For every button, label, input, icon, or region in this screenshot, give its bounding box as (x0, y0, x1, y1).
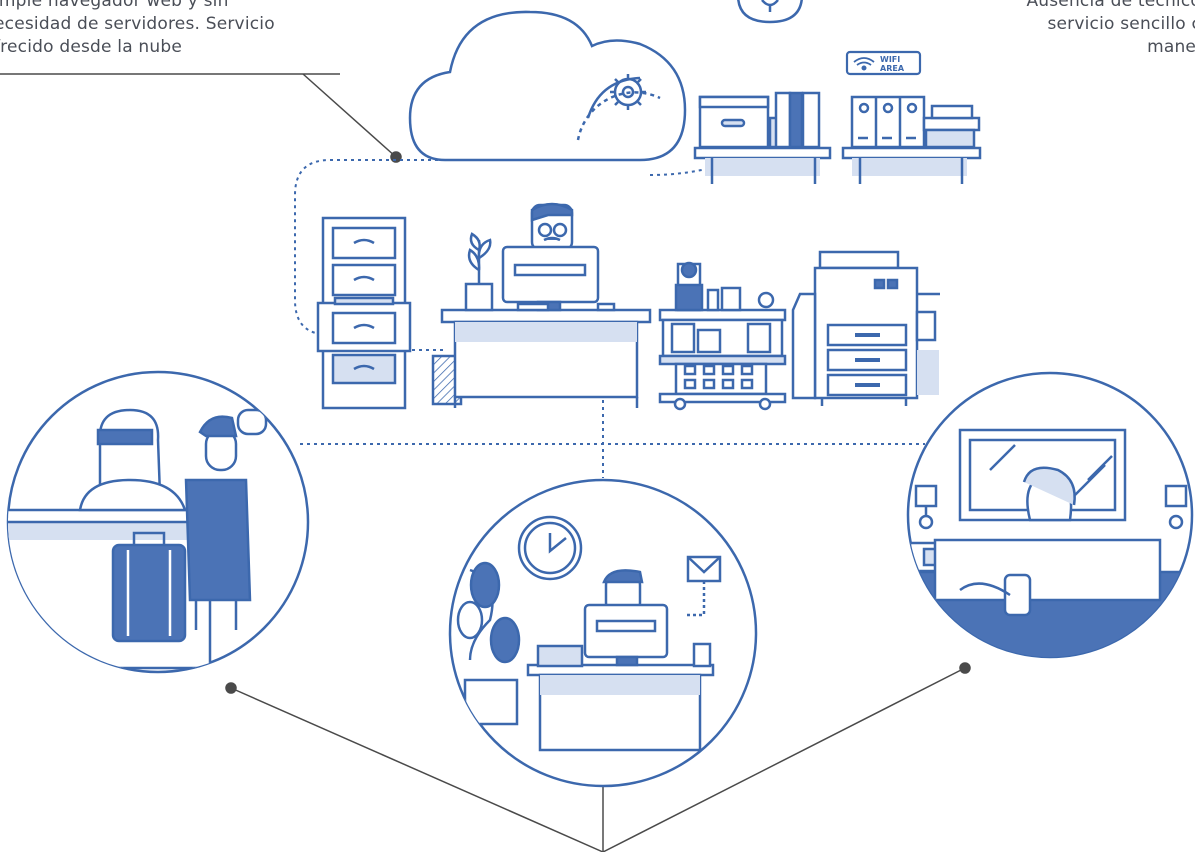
main-desk (440, 308, 652, 408)
wifi-sign: WIFI AREA (845, 50, 922, 76)
right-caption: Ausencia de técnico servicio sencillo c … (1026, 0, 1195, 59)
hotel-scene (906, 371, 1194, 659)
right-caption-line-1: Ausencia de técnico (1026, 0, 1195, 11)
left-caption-line-2: ecesidad de servidores. Servicio (0, 14, 275, 34)
wifi-icon (853, 57, 875, 71)
gear-icon (610, 74, 646, 110)
left-caption-line-1: imple navegador web y sin (0, 0, 229, 11)
right-caption-line-3: manej (1147, 37, 1195, 57)
main-monitor (501, 245, 616, 312)
wifi-sign-line-1: WIFI (880, 55, 900, 64)
left-caption: imple navegador web y sin ecesidad de se… (0, 0, 275, 59)
coffee-cart (658, 261, 787, 411)
shelves (693, 91, 982, 184)
left-caption-line-3: frecido desde la nube (0, 37, 183, 57)
copier (791, 250, 940, 406)
wifi-sign-line-2: AREA (880, 64, 905, 73)
cloud-icon (408, 10, 687, 162)
right-caption-line-2: servicio sencillo c (1047, 14, 1195, 34)
office-scene (448, 478, 758, 788)
boss-figure (530, 202, 574, 252)
clock-icon (517, 515, 583, 581)
connector-lines (225, 73, 971, 852)
lamp-icon (914, 484, 1188, 530)
reception-scene (6, 370, 310, 674)
mail-icon (686, 555, 722, 617)
filing-cabinet (316, 216, 412, 410)
lightbulb-icon (737, 0, 803, 24)
plant-icon (464, 232, 494, 312)
